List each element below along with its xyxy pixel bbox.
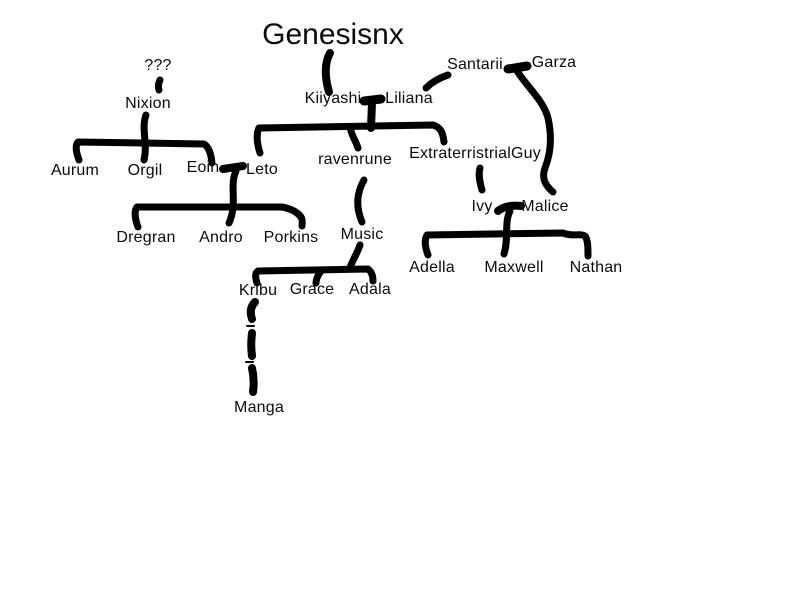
person-label-garza: Garza <box>531 54 577 71</box>
person-label-leto: Leto <box>246 161 278 178</box>
dashed-kribu-manga-segment-1 <box>246 298 259 323</box>
person-label-extraterristrialguy: ExtraterristrialGuy <box>409 145 541 162</box>
stem-eoin-leto-children <box>225 167 240 227</box>
bracket-eoin-leto-children <box>131 203 306 231</box>
person-label-orgil: Orgil <box>127 162 163 179</box>
bracket-kiiyashi-liliana-children <box>253 121 448 157</box>
person-label-ravenrune: ravenrune <box>318 151 392 168</box>
person-label-unknown: ??? <box>144 57 172 74</box>
tree-title: Genesisnx <box>262 18 404 51</box>
edge-genesisnx-kiiyashi <box>321 49 334 96</box>
stem-music-children <box>346 241 364 272</box>
person-label-liliana: Liliana <box>385 90 433 107</box>
edge-unknown-nixion <box>154 76 164 94</box>
person-label-andro: Andro <box>199 229 243 246</box>
person-label-nixion: Nixion <box>125 95 171 112</box>
stem-nixion-children <box>140 111 150 164</box>
person-label-kribu: Kribu <box>238 282 278 299</box>
drop-grace <box>312 267 325 287</box>
person-label-grace: Grace <box>289 281 335 298</box>
person-label-aurum: Aurum <box>50 162 100 179</box>
person-label-manga: Manga <box>234 399 284 416</box>
person-label-dregran: Dregran <box>116 229 176 246</box>
edge-ravenrune-music <box>354 176 368 226</box>
person-label-adella: Adella <box>409 259 455 276</box>
edge-garza-malice <box>512 65 557 196</box>
person-label-kiiyashi: Kiiyashi <box>304 90 362 107</box>
edge-liliana-santarii <box>422 71 452 92</box>
dashed-kribu-manga-segment-2 <box>247 329 256 360</box>
marriage-ivy-malice <box>494 201 525 215</box>
bracket-ivy-malice-children <box>421 229 592 260</box>
person-label-music: Music <box>340 226 384 243</box>
drop-ravenrune <box>346 123 362 152</box>
bracket-nixion-children <box>72 138 216 167</box>
edge-extraterristrialguy-ivy <box>475 164 486 194</box>
person-label-nathan: Nathan <box>569 259 623 276</box>
person-label-santarii: Santarii <box>447 56 503 73</box>
person-label-maxwell: Maxwell <box>484 259 544 276</box>
person-label-porkins: Porkins <box>263 229 319 246</box>
marriage-eoin-leto <box>219 162 247 173</box>
dashed-kribu-manga-segment-3 <box>248 364 258 396</box>
person-label-adala: Adala <box>349 281 391 298</box>
person-label-malice: Malice <box>521 198 569 215</box>
person-label-eoin: Eoin <box>186 159 220 176</box>
person-label-ivy: Ivy <box>471 198 493 215</box>
bracket-music-children <box>252 265 377 287</box>
